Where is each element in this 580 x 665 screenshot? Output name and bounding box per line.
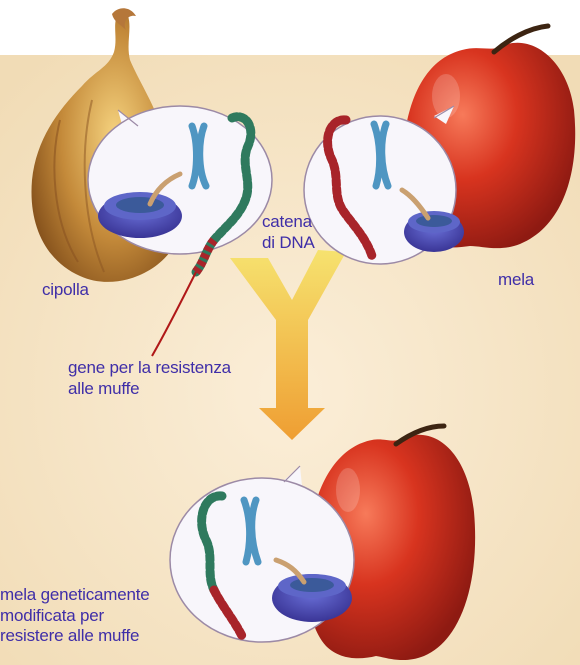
gene-label-line-2: alle muffe	[68, 379, 231, 400]
dna-chain-label-line-1: catena	[262, 212, 315, 233]
result-label: mela geneticamente modificata per resist…	[0, 585, 150, 647]
apple-label: mela	[498, 270, 534, 291]
dna-chain-label-line-2: di DNA	[262, 233, 315, 254]
dna-chain-label: catena di DNA	[262, 212, 315, 253]
onion-label: cipolla	[42, 280, 89, 301]
gene-label: gene per la resistenza alle muffe	[68, 358, 231, 399]
result-label-line-3: resistere alle muffe	[0, 626, 150, 647]
result-label-line-1: mela geneticamente	[0, 585, 150, 606]
gene-label-line-1: gene per la resistenza	[68, 358, 231, 379]
result-label-line-2: modificata per	[0, 606, 150, 627]
